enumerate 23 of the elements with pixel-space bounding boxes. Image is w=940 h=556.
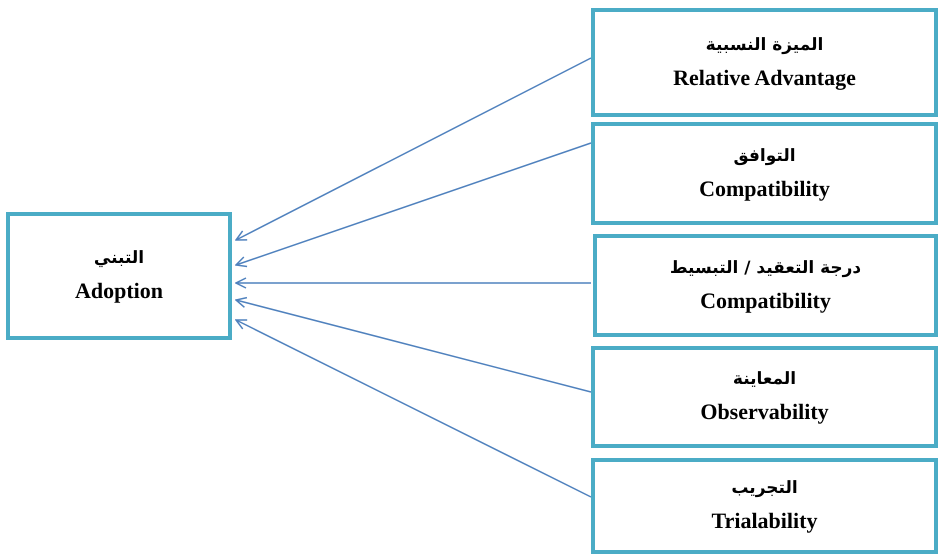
- arabic-label: درجة التعقيد / التبسيط: [670, 258, 862, 278]
- text-box: [591, 346, 938, 448]
- arrow: [235, 319, 592, 498]
- arrow: [235, 57, 592, 241]
- arrow: [235, 277, 591, 289]
- arabic-label: التوافق: [733, 146, 796, 166]
- text-box: [591, 122, 938, 225]
- arrow: [235, 142, 592, 268]
- english-label: Compatibility: [700, 288, 831, 314]
- text-box: [593, 234, 938, 337]
- english-label: Observability: [700, 399, 829, 425]
- text-box: [591, 458, 938, 554]
- text-box: [591, 8, 938, 117]
- english-label: Compatibility: [699, 176, 830, 202]
- english-label: Adoption: [74, 278, 164, 304]
- arabic-label: التبني: [94, 248, 144, 268]
- arrow: [235, 296, 592, 393]
- arabic-label: المعاينة: [732, 369, 796, 389]
- english-label: Trialability: [712, 508, 818, 534]
- text-box: [6, 212, 232, 340]
- arabic-label: الميزة النسبية: [706, 34, 824, 54]
- english-label: Relative Advantage: [673, 64, 856, 90]
- arabic-label: التجريب: [731, 478, 798, 498]
